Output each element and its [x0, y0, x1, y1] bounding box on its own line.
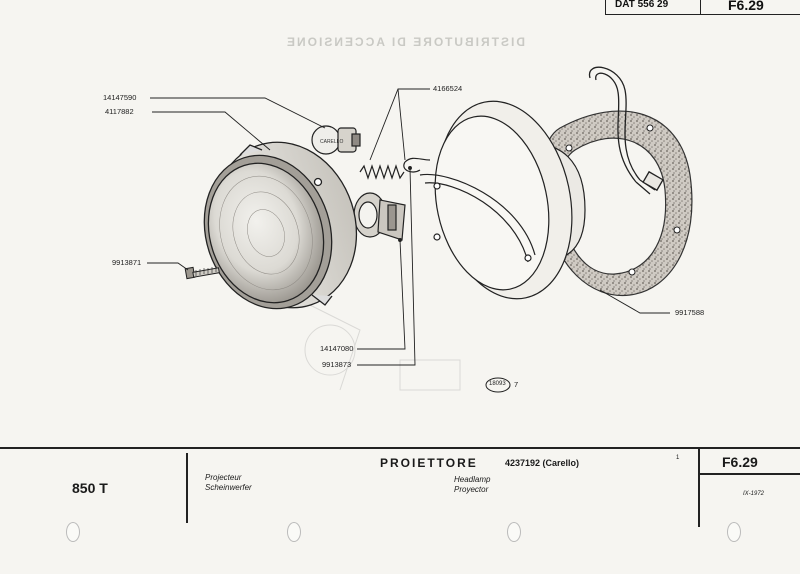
- badge-number: 18093: [489, 381, 506, 387]
- sheet-number-top: F6.29: [728, 0, 764, 13]
- sheet-number: F6.29: [722, 454, 758, 470]
- svg-text:CARELLO: CARELLO: [320, 139, 343, 145]
- name-english: Headlamp: [454, 475, 491, 484]
- callout-9913871: 9913871: [112, 258, 142, 267]
- adjuster-springs: [359, 157, 431, 180]
- name-german: Scheinwerfer: [205, 483, 252, 492]
- issue-date: IX-1972: [743, 491, 765, 497]
- bulb-holder: [353, 192, 406, 241]
- sheet-box: [700, 0, 800, 15]
- reference-badge: [485, 377, 511, 393]
- footer-divider-1: [186, 453, 188, 523]
- callout-9917588: 9917588: [675, 308, 705, 317]
- mounting-bowl: [419, 100, 586, 300]
- bulb: CARELLO: [311, 125, 361, 155]
- footer-top-rule: [0, 447, 800, 449]
- exploded-diagram: CARELLO: [147, 66, 693, 393]
- ghost-parts: [299, 299, 461, 391]
- binder-hole-1: [66, 522, 80, 542]
- adjuster-screw: [184, 266, 220, 280]
- callout-14147080: 14147080: [320, 344, 354, 353]
- binder-hole-3: [507, 522, 521, 542]
- callout-14147590: 14147590: [103, 93, 137, 102]
- footer-divider-2: [698, 447, 700, 527]
- footer-sheet-rule: [698, 473, 800, 475]
- ref-code: DAT 556 29: [615, 0, 669, 10]
- part-title: PROIETTORE: [380, 456, 478, 470]
- leader-lines: [147, 88, 670, 366]
- name-french: Projecteur: [205, 473, 242, 482]
- headlamp-unit: [203, 141, 358, 310]
- binder-hole-4: [727, 522, 741, 542]
- badge-count: 7: [514, 380, 519, 389]
- wiring-harness: [589, 66, 664, 195]
- quantity: 1: [676, 455, 680, 461]
- model-name: 850 T: [72, 480, 108, 496]
- callout-4117882: 4117882: [105, 107, 134, 116]
- callout-9913873: 9913873: [322, 360, 352, 369]
- part-reference: 4237192 (Carello): [505, 458, 580, 468]
- title-block: 850 T Projecteur Scheinwerfer PROIETTORE…: [0, 447, 800, 574]
- mounting-ring: [543, 110, 693, 297]
- binder-hole-2: [287, 522, 301, 542]
- callout-4166524: 4166524: [433, 84, 463, 93]
- name-spanish: Proyector: [454, 485, 489, 494]
